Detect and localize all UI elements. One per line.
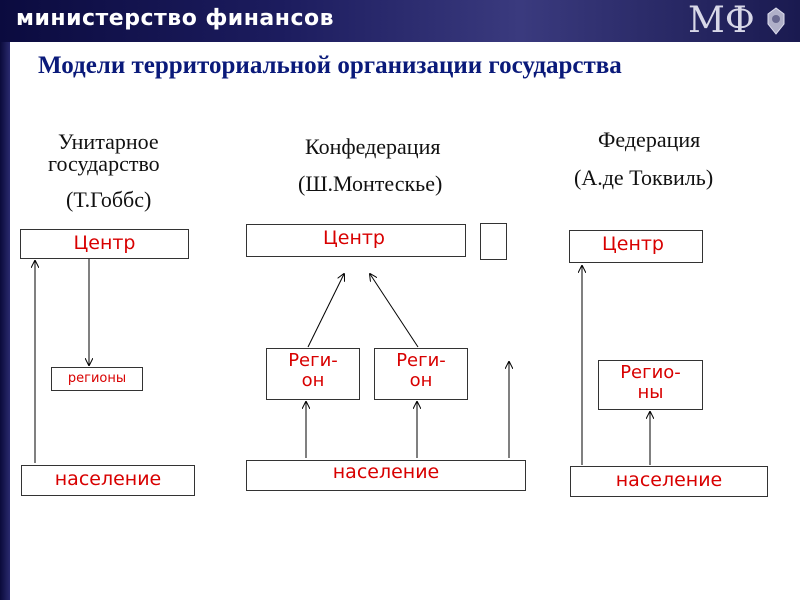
federation-population-box: население [570, 466, 768, 497]
unitary-title-line2: государство [48, 151, 160, 176]
left-accent-bar [0, 0, 10, 600]
page-title: Модели территориальной организации госуд… [38, 52, 622, 79]
federation-center-box: Центр [569, 230, 703, 263]
confederation-small-box [480, 223, 507, 260]
confederation-region2-box: Реги- он [374, 348, 468, 400]
confederation-title: Конфедерация [305, 134, 441, 159]
confederation-population-box: население [246, 460, 526, 491]
unitary-title-line1: Унитарное [58, 129, 159, 154]
confederation-author: (Ш.Монтескье) [298, 171, 443, 196]
unitary-population-box: население [21, 465, 195, 496]
unitary-center-box: Центр [20, 229, 189, 259]
ministry-logo: МФ [688, 0, 755, 41]
federation-title: Федерация [598, 127, 701, 152]
header-banner: министерство финансов МФ [0, 0, 800, 42]
confederation-region1-box: Реги- он [266, 348, 360, 400]
arrow-confed-region1-to-center [307, 274, 344, 348]
unitary-author: (Т.Гоббс) [66, 187, 152, 212]
federation-regions-box: Регио- ны [598, 360, 703, 410]
federation-author: (А.де Токвиль) [574, 165, 714, 190]
ministry-title: министерство финансов [16, 6, 335, 31]
confederation-center-box: Центр [246, 224, 466, 257]
arrow-confed-region2-to-center [370, 274, 419, 348]
unitary-regions-box: регионы [51, 367, 143, 391]
coat-of-arms-icon [767, 7, 785, 35]
